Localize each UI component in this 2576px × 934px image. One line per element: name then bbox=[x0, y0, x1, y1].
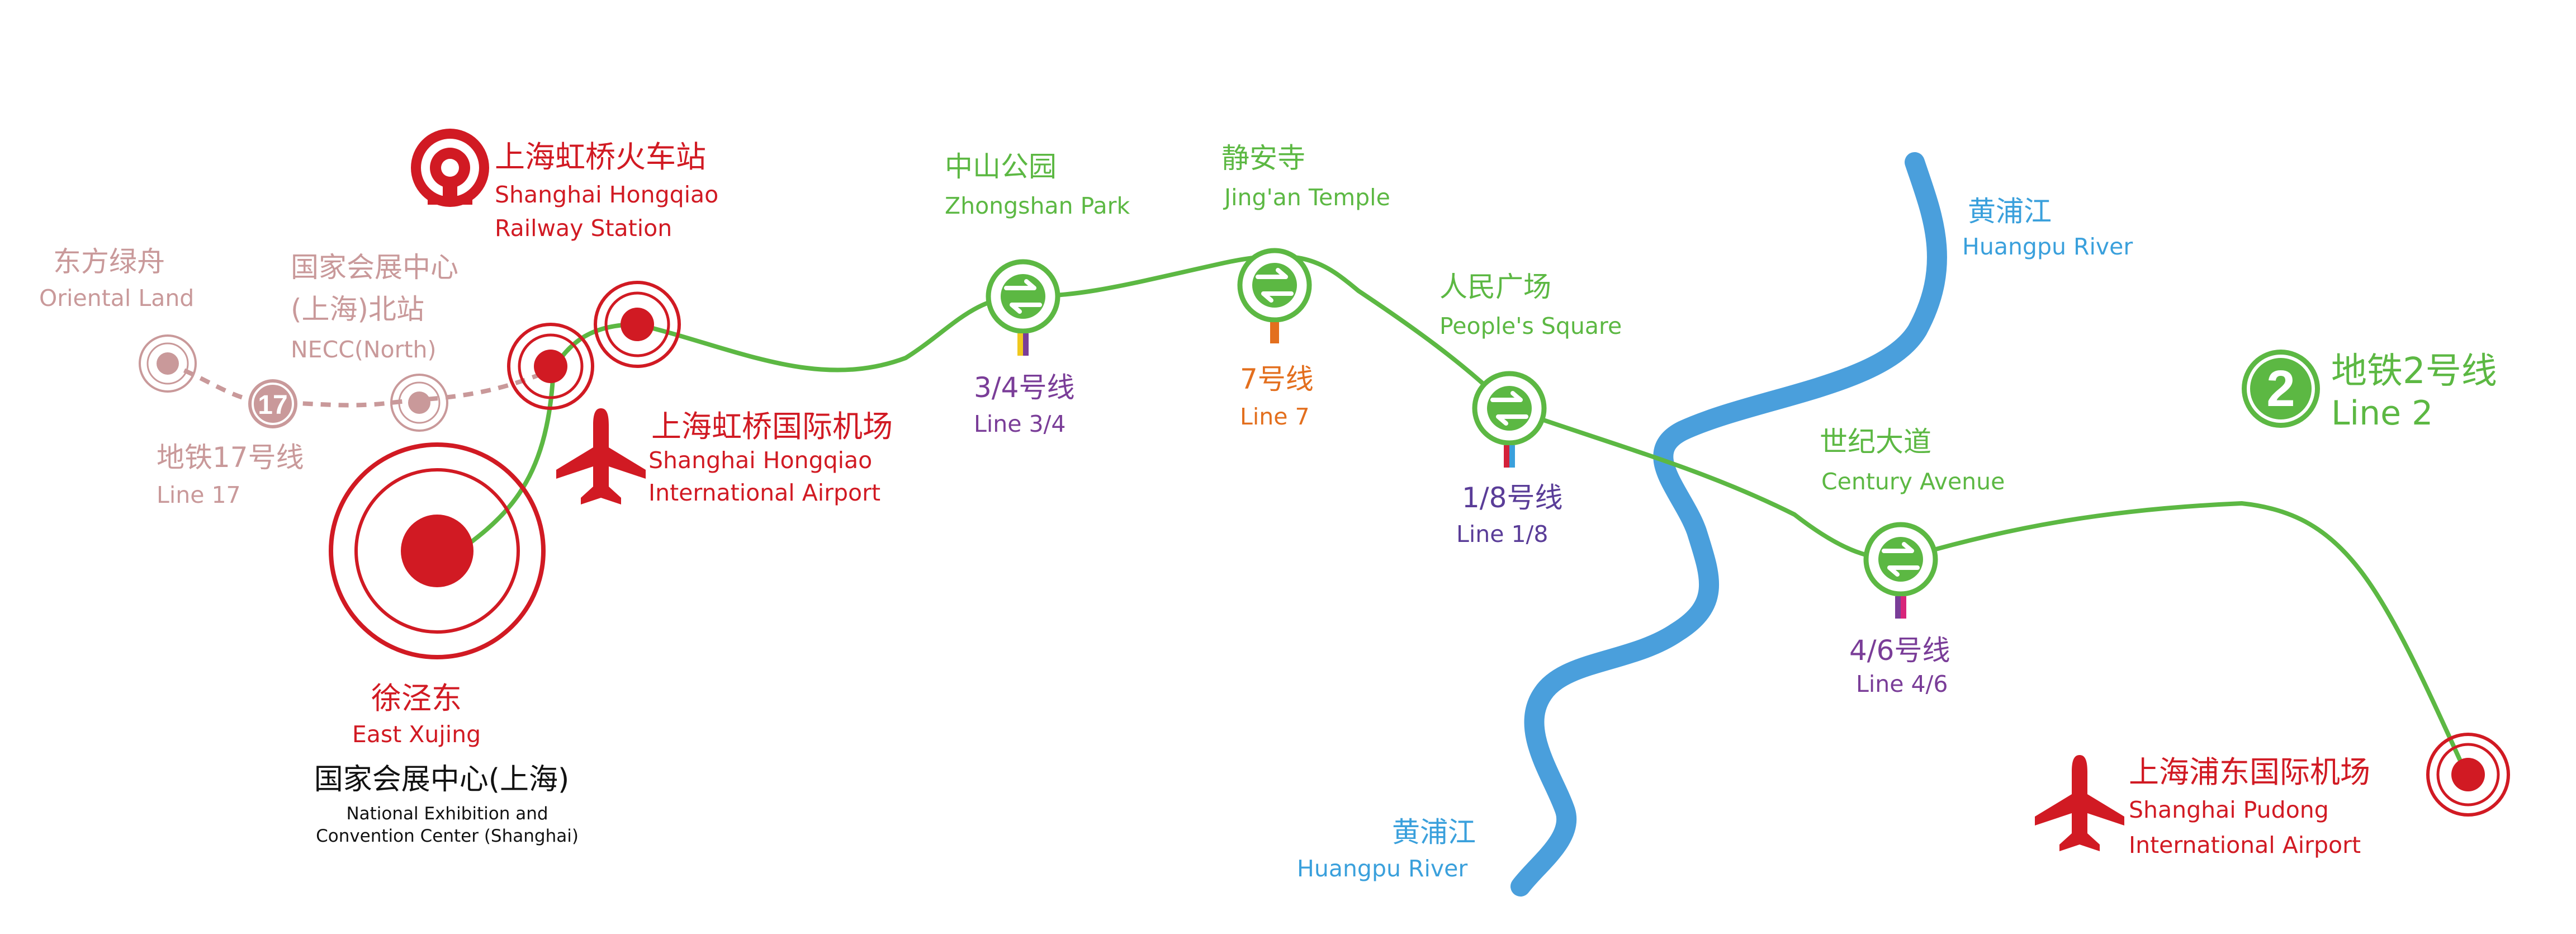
station-jingan-temple-transfer-zh: 7号线 bbox=[1240, 363, 1314, 395]
line-2-name-en: Line 2 bbox=[2331, 394, 2433, 433]
line-17-badge-number: 17 bbox=[258, 390, 287, 420]
station-hongqiao-railway-en: Shanghai Hongqiao bbox=[495, 181, 719, 208]
station-peoples-square-en: People's Square bbox=[1439, 313, 1622, 339]
station-zhongshan-park-transfer-zh: 3/4号线 bbox=[974, 371, 1075, 404]
station-peoples-square-marker bbox=[1472, 371, 1547, 468]
station-necc-north-en: NECC(North) bbox=[291, 336, 437, 363]
line-17-name-en: Line 17 bbox=[157, 482, 241, 508]
line-2-badge bbox=[2242, 350, 2320, 428]
station-pudong-airport-zh: 上海浦东国际机场 bbox=[2129, 754, 2370, 790]
station-peoples-square-zh: 人民广场 bbox=[1439, 271, 1551, 303]
station-pudong-airport-en2: International Airport bbox=[2129, 832, 2361, 858]
station-hongqiao-airport-en: Shanghai Hongqiao bbox=[648, 447, 873, 474]
station-hongqiao-airport-marker bbox=[507, 323, 594, 410]
station-century-avenue-transfer-en: Line 4/6 bbox=[1856, 671, 1948, 697]
station-necc-north-marker bbox=[390, 374, 448, 432]
station-pudong-airport-en: Shanghai Pudong bbox=[2129, 796, 2329, 823]
station-oriental-land-marker bbox=[139, 334, 197, 393]
station-necc-north-zh2: (上海)北站 bbox=[291, 293, 425, 326]
station-peoples-square-transfer-en: Line 1/8 bbox=[1456, 521, 1549, 548]
station-century-avenue-en: Century Avenue bbox=[1821, 468, 2005, 495]
line-17-name-zh: 地铁17号线 bbox=[157, 441, 304, 474]
line-17-track bbox=[167, 361, 555, 408]
station-pudong-airport-marker bbox=[2426, 733, 2510, 817]
railway-station-icon bbox=[411, 129, 489, 207]
station-east-xujing-zh: 徐泾东 bbox=[371, 681, 462, 716]
line-2-badge-number: 2 bbox=[2266, 360, 2295, 417]
station-century-avenue-zh: 世纪大道 bbox=[1820, 426, 1931, 458]
line-17-badge bbox=[248, 379, 297, 428]
station-east-xujing-marker bbox=[329, 442, 546, 659]
station-jingan-temple-transfer-en: Line 7 bbox=[1240, 403, 1310, 430]
station-peoples-square-transfer-zh: 1/8号线 bbox=[1462, 482, 1563, 514]
station-jingan-temple-en: Jing'an Temple bbox=[1224, 184, 1390, 211]
river-label-zh: 黄浦江 bbox=[1968, 195, 2052, 228]
station-hongqiao-railway-en2: Railway Station bbox=[495, 215, 673, 242]
line-2-name-zh: 地铁2号线 bbox=[2331, 351, 2497, 392]
river-label-en: Huangpu River bbox=[1962, 233, 2133, 260]
station-east-xujing-extra-zh: 国家会展中心(上海) bbox=[314, 763, 570, 796]
airplane-icon bbox=[556, 408, 646, 504]
station-jingan-temple-zh: 静安寺 bbox=[1221, 142, 1305, 174]
station-zhongshan-park-transfer-en: Line 3/4 bbox=[974, 411, 1066, 437]
river-label-en: Huangpu River bbox=[1297, 855, 1468, 882]
station-zhongshan-park-en: Zhongshan Park bbox=[945, 192, 1130, 219]
station-east-xujing-extra-en: National Exhibition and bbox=[346, 804, 548, 824]
station-hongqiao-airport-en2: International Airport bbox=[648, 479, 881, 506]
station-east-xujing-en: East Xujing bbox=[352, 721, 481, 748]
station-hongqiao-railway-zh: 上海虹桥火车站 bbox=[495, 139, 706, 174]
station-century-avenue-transfer-zh: 4/6号线 bbox=[1849, 634, 1950, 667]
station-hongqiao-airport-zh: 上海虹桥国际机场 bbox=[651, 409, 893, 444]
station-century-avenue-marker bbox=[1863, 522, 1938, 619]
huangpu-river bbox=[1510, 152, 1947, 897]
station-oriental-land-zh: 东方绿舟 bbox=[53, 246, 165, 278]
station-zhongshan-park-zh: 中山公园 bbox=[945, 150, 1057, 183]
station-hongqiao-railway-marker bbox=[594, 281, 681, 368]
station-east-xujing-extra-en2: Convention Center (Shanghai) bbox=[316, 826, 579, 846]
river-label-zh: 黄浦江 bbox=[1392, 816, 1476, 848]
station-necc-north-zh: 国家会展中心 bbox=[291, 251, 458, 284]
station-oriental-land-en: Oriental Land bbox=[39, 285, 195, 312]
airplane-icon bbox=[2035, 755, 2124, 851]
station-jingan-temple-marker bbox=[1237, 248, 1312, 343]
station-zhongshan-park-marker bbox=[986, 259, 1060, 356]
